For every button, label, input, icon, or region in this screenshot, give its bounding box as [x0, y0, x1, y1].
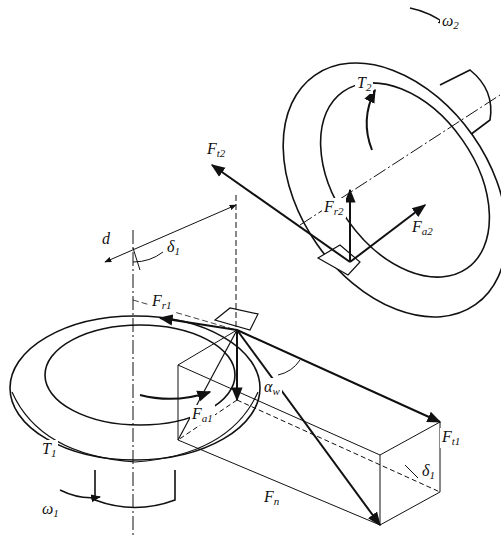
- symbol-label: Ft1: [440, 428, 462, 448]
- symbol-label: Fr1: [150, 292, 174, 312]
- symbol-label: ω2: [440, 12, 461, 32]
- dimension-d: [105, 195, 236, 330]
- force-parallelepiped: [178, 330, 440, 525]
- symbol-label: ω1: [40, 500, 61, 520]
- symbol-label: δ1: [165, 238, 182, 258]
- symbol-label: Fa1: [190, 405, 215, 425]
- symbol-label: T1: [40, 440, 58, 460]
- pinion-gear: [10, 230, 260, 535]
- symbol-label: Ft2: [205, 140, 227, 160]
- symbol-label: δ1: [420, 462, 437, 482]
- wheel-gear: [237, 8, 501, 359]
- symbol-label: Fr2: [322, 198, 346, 218]
- symbol-label: Fa2: [410, 218, 435, 238]
- symbol-label: Fn: [262, 488, 281, 508]
- symbol-label: d: [100, 230, 112, 248]
- force-vectors: [160, 165, 440, 525]
- symbol-label: αw: [262, 378, 282, 398]
- symbol-label: T2: [355, 74, 373, 94]
